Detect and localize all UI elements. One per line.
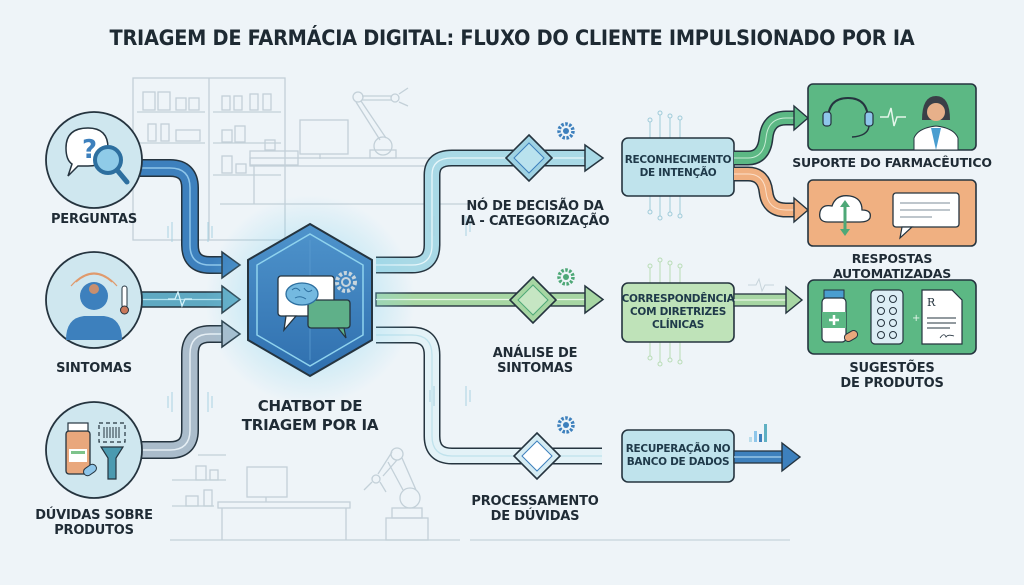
process-box-correspondencia [621, 282, 735, 343]
flow-to-processamento [376, 326, 602, 465]
page-title: TRIAGEM DE FARMÁCIA DIGITAL: FLUXO DO CL… [109, 26, 915, 50]
gear-icon [557, 122, 575, 140]
circuit-decor [647, 110, 683, 221]
svg-text:+: + [912, 313, 920, 324]
cloud-sync-icon [819, 195, 871, 236]
label-line: NÓ DE DECISÃO DA [466, 199, 604, 214]
blister-pack-icon [870, 289, 904, 345]
decision-label-categorizacao: NÓ DE DECISÃO DA IA - CATEGORIZAÇÃO [460, 199, 610, 229]
pharmacy-background-sketch-bottom [170, 447, 460, 541]
decision-node-categorizacao [504, 122, 575, 183]
chatbot-hub [205, 195, 415, 405]
chat-bubble-icon [892, 192, 960, 240]
input-label-perguntas: PERGUNTAS [50, 212, 137, 227]
input-icon-sintomas [45, 251, 143, 349]
label-line: ANÁLISE DE [492, 346, 578, 361]
brain-chat-gear-icon [277, 271, 357, 339]
label-line: PRODUTOS [54, 523, 134, 538]
output-label-farmaceutico: SUPORTE DO FARMACÊUTICO [792, 155, 992, 170]
input-icon-perguntas: ? [45, 111, 143, 209]
flow-to-sugestoes [733, 277, 804, 315]
label-line: CHATBOT DE [257, 397, 363, 415]
decision-label-sintomas: ANÁLISE DE SINTOMAS [470, 346, 600, 376]
label-line: SINTOMAS [497, 361, 573, 376]
bar-chart-icon [749, 424, 767, 442]
label-line: RECONHECIMENTO [624, 154, 732, 166]
label-line: IA - CATEGORIZAÇÃO [460, 214, 610, 229]
input-label-sintomas: SINTOMAS [56, 361, 132, 376]
headset-icon [822, 96, 874, 138]
process-text-recuperacao: RECUPERAÇÃO NO BANCO DE DADOS [622, 430, 734, 482]
label-line: PROCESSAMENTO [471, 494, 599, 509]
gear-icon [557, 416, 575, 434]
decision-node-sintomas [508, 268, 575, 325]
svg-text:R: R [927, 296, 936, 309]
circuit-decor-green [647, 257, 683, 367]
flow-to-banco [733, 424, 802, 473]
decision-label-processamento: PROCESSAMENTO DE DÚVIDAS [460, 494, 610, 524]
label-line: BANCO DE DADOS [626, 456, 730, 468]
label-line: SUGESTÕES [849, 361, 935, 376]
label-line: DE DÚVIDAS [490, 509, 580, 524]
process-text-reconhecimento: RECONHECIMENTO DE INTENÇÃO [622, 138, 734, 196]
output-box-respostas [807, 179, 977, 247]
input-label-duvidas-produtos: DÚVIDAS SOBRE PRODUTOS [24, 508, 164, 538]
gear-icon [557, 268, 575, 286]
process-text-correspondencia: CORRESPONDÊNCIA COM DIRETRIZES CLÍNICAS [621, 283, 735, 342]
decision-node-processamento [512, 416, 575, 481]
hub-label: CHATBOT DE TRIAGEM POR IA [230, 397, 390, 435]
flow-to-respostas [734, 166, 810, 224]
medicine-bottle-icon [821, 289, 859, 343]
label-line: COM DIRETRIZES [630, 306, 726, 318]
pharmacist-icon [913, 96, 959, 151]
label-line: DE PRODUTOS [840, 376, 944, 391]
label-line: DÚVIDAS SOBRE [35, 508, 153, 523]
flow-to-farmaceutico [734, 104, 810, 166]
output-label-respostas: RESPOSTAS AUTOMATIZADAS [832, 251, 952, 281]
label-line: DE INTENÇÃO [639, 167, 717, 179]
label-line: CORRESPONDÊNCIA [621, 293, 735, 305]
label-line: CLÍNICAS [652, 319, 704, 331]
output-box-sugestoes: + R [807, 279, 977, 355]
output-box-farmaceutico [807, 83, 977, 151]
flow-to-categorizacao [376, 143, 605, 274]
signal-wave-decor [167, 216, 471, 412]
label-line: TRIAGEM POR IA [241, 416, 379, 434]
label-line: RECUPERAÇÃO NO [625, 443, 731, 455]
output-label-sugestoes: SUGESTÕES DE PRODUTOS [822, 361, 962, 391]
prescription-icon: R [921, 289, 963, 345]
input-icon-duvidas-produtos [45, 401, 143, 499]
